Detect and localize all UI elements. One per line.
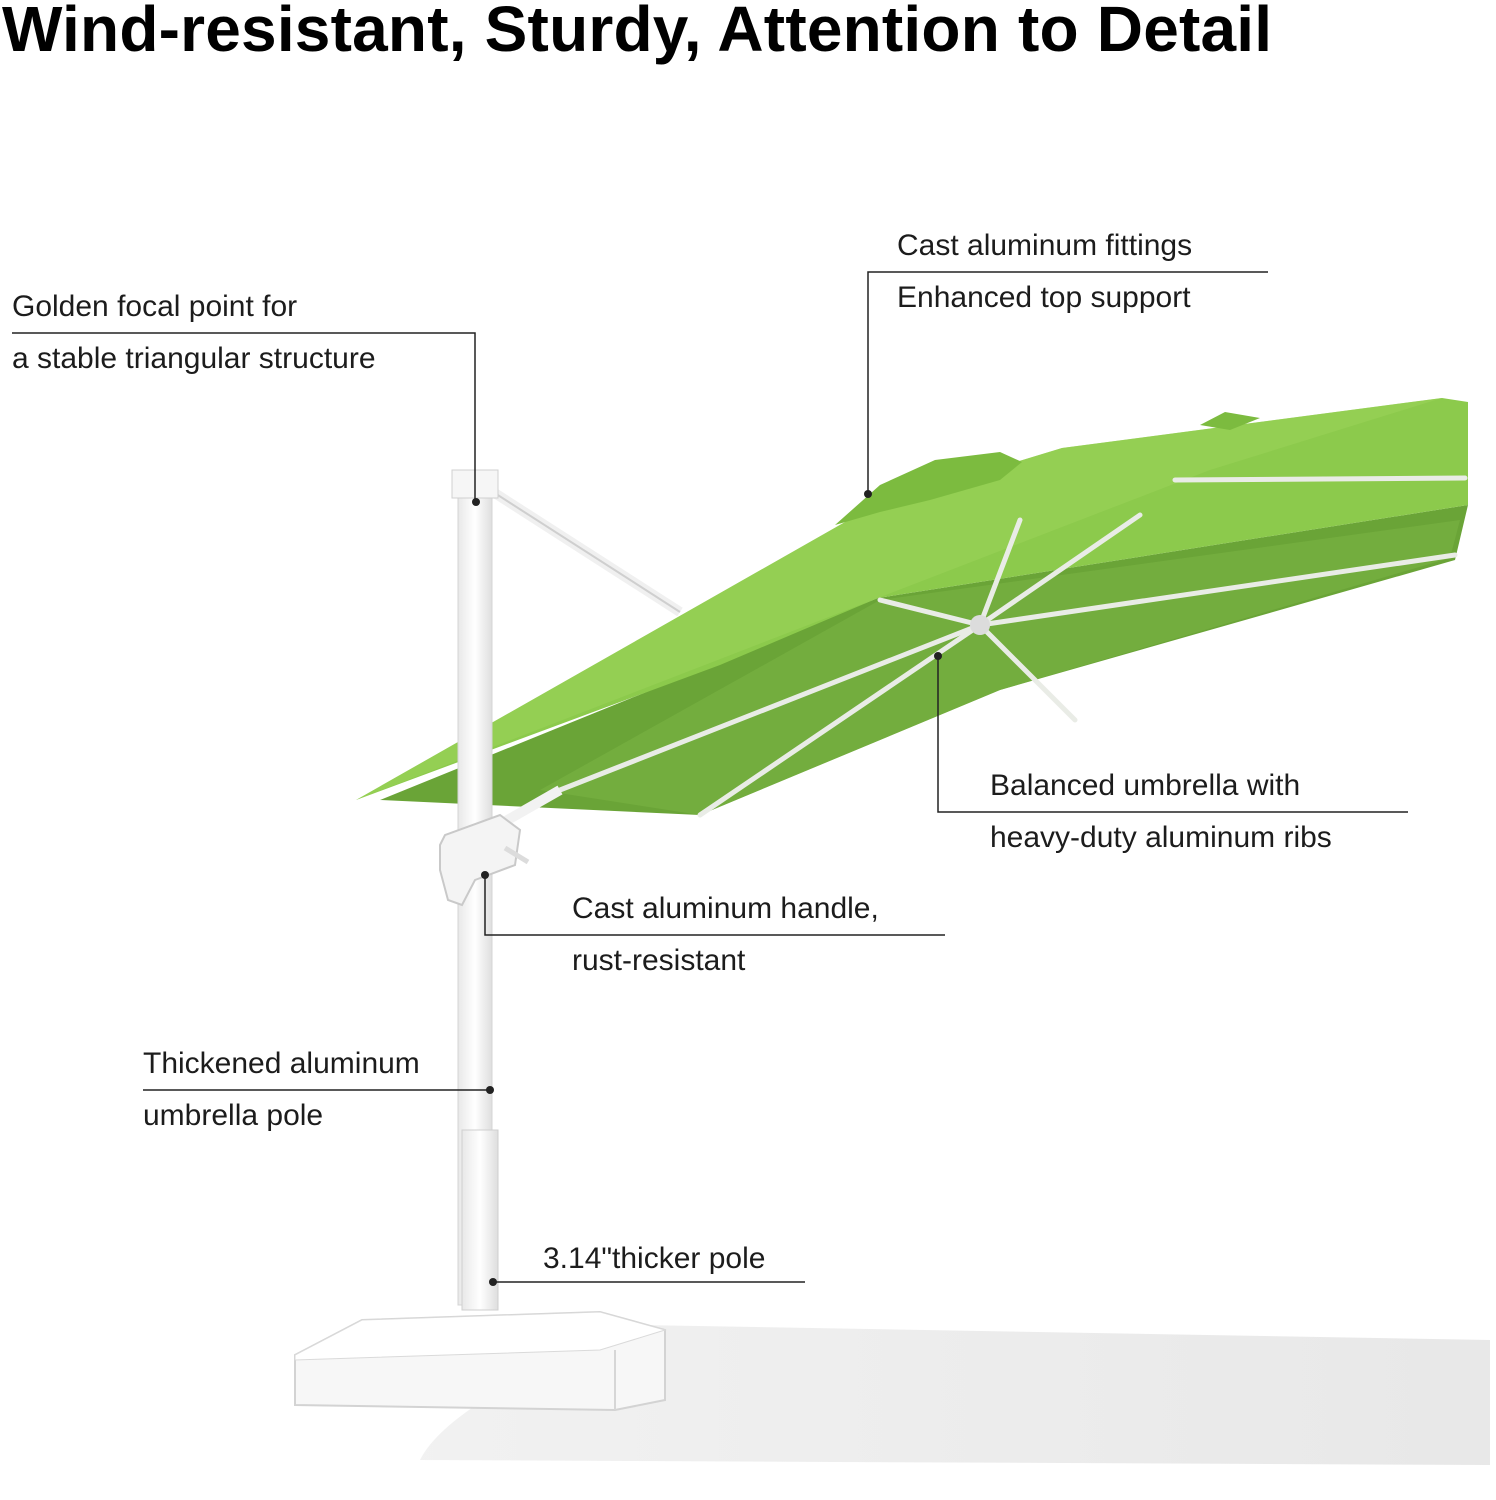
canopy-top	[356, 398, 1468, 800]
handle-assembly	[439, 813, 522, 907]
callout-thicker: 3.14"thicker pole	[543, 1233, 765, 1285]
callout-handle-line2: rust-resistant	[572, 944, 746, 977]
callout-dot-thicker	[489, 1278, 497, 1286]
callout-line-focal	[12, 332, 476, 500]
callout-dot-pole	[486, 1086, 494, 1094]
callout-line-handle	[484, 875, 945, 936]
callout-fittings-line1: Cast aluminum fittings	[897, 229, 1193, 262]
callout-line-ribs	[937, 656, 1408, 813]
callout-focal-point: Golden focal point for a stable triangul…	[12, 281, 376, 385]
callout-pole-line1: Thickened aluminum	[143, 1047, 420, 1080]
callout-handle: Cast aluminum handle, rust-resistant	[572, 883, 879, 987]
callout-fittings-line2: Enhanced top support	[897, 281, 1191, 314]
callout-thicker-line1: 3.14"thicker pole	[543, 1242, 766, 1275]
canopy-vent	[835, 452, 1022, 525]
callout-pole-line2: umbrella pole	[143, 1099, 324, 1132]
callout-ribs-line2: heavy-duty aluminum ribs	[990, 821, 1332, 854]
callout-dot-focal	[472, 498, 480, 506]
callout-focal-line2: a stable triangular structure	[12, 342, 376, 375]
callout-line-fittings	[867, 271, 1268, 493]
callout-ribs: Balanced umbrella with heavy-duty alumin…	[990, 760, 1332, 864]
callout-ribs-line1: Balanced umbrella with	[990, 769, 1301, 802]
callout-focal-line1: Golden focal point for	[12, 290, 298, 323]
callout-pole: Thickened aluminum umbrella pole	[143, 1038, 420, 1142]
ground-shadow	[420, 1325, 1490, 1465]
callout-dot-ribs	[934, 652, 942, 660]
callout-handle-line1: Cast aluminum handle,	[572, 892, 879, 925]
callout-dot-handle	[481, 871, 489, 879]
callout-fittings: Cast aluminum fittings Enhanced top supp…	[897, 220, 1192, 324]
callout-dot-fittings	[864, 490, 872, 498]
page-title: Wind-resistant, Sturdy, Attention to Det…	[2, 0, 1273, 65]
